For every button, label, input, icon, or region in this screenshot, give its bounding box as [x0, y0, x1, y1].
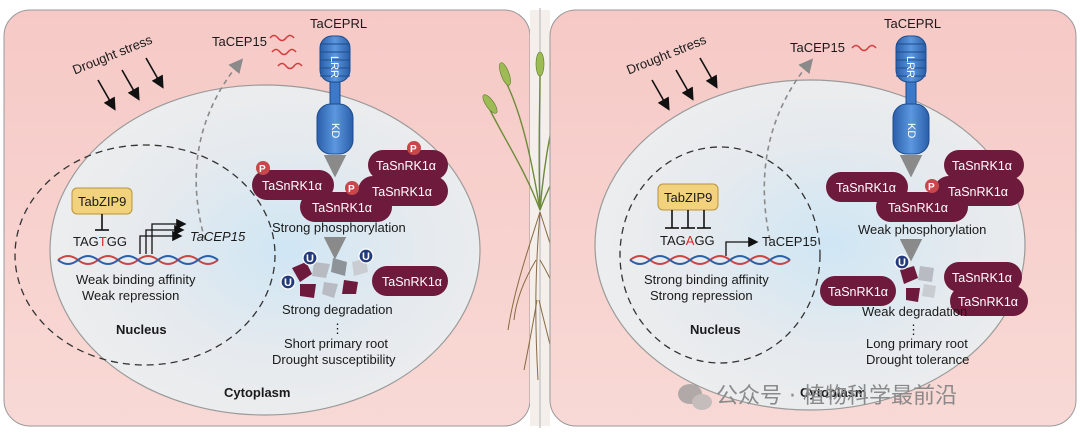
right-panel: Drought stress TaCEP15 TaCEPRL LRR KD Ta…	[549, 9, 1077, 427]
left-repression-mark	[95, 214, 109, 231]
right-cytoplasm-label: Cytoplasm	[800, 385, 866, 400]
left-phosphorylation-label: Strong phosphorylation	[272, 220, 406, 235]
right-dots: ⋮	[907, 322, 920, 337]
left-tf-label: TabZIP9	[78, 194, 126, 209]
left-p-2: P	[348, 184, 355, 195]
left-cytoplasm-label: Cytoplasm	[224, 385, 290, 400]
right-kinase-cluster	[826, 150, 1024, 222]
left-nucleus-envelope	[14, 144, 276, 366]
left-binding-label-1: Weak binding affinity	[76, 272, 196, 287]
left-binding-label-2: Weak repression	[82, 288, 179, 303]
left-kinase-1: TaSnRK1α	[262, 179, 322, 193]
left-receptor-label: TaCEPRL	[310, 16, 367, 31]
left-degradation-fragments	[292, 258, 448, 298]
left-cell	[49, 84, 481, 416]
left-kinase-2: TaSnRK1α	[376, 159, 436, 173]
right-binding-label-2: Strong repression	[650, 288, 753, 303]
left-secretion-arrow	[195, 58, 244, 241]
left-kd-label: KD	[329, 123, 341, 138]
right-phosphorylation-label: Weak phosphorylation	[858, 222, 986, 237]
left-outcome-2: Drought susceptibility	[272, 352, 396, 367]
left-p-3: P	[410, 144, 417, 155]
left-u-3: U	[284, 277, 292, 289]
left-ubiquitin-marks	[280, 248, 374, 290]
right-drought-arrows	[651, 57, 718, 111]
left-phospho-marks	[256, 141, 421, 195]
left-motif: TAGTGG	[73, 234, 127, 249]
right-nucleus-envelope	[619, 146, 821, 364]
left-outcome-1: Short primary root	[284, 336, 388, 351]
left-motif-snp: T	[99, 234, 107, 249]
right-transcription-arrow	[725, 236, 759, 256]
right-lrr-label: LRR	[904, 56, 916, 78]
wechat-watermark	[678, 384, 712, 410]
right-degradation-label: Weak degradation	[862, 304, 967, 319]
left-u-2: U	[362, 251, 370, 263]
right-degradation-fragments	[820, 262, 1028, 316]
left-motif-suffix: GG	[107, 234, 127, 249]
left-dna-helix	[57, 255, 219, 265]
right-kinase-5: TaSnRK1α	[828, 285, 888, 299]
right-motif: TAGAGG	[660, 233, 715, 248]
right-tf-label: TabZIP9	[664, 190, 712, 205]
right-binding-label-1: Strong binding affinity	[644, 272, 769, 287]
right-peptide-label: TaCEP15	[790, 40, 845, 55]
left-u-1: U	[306, 253, 314, 265]
watermark-text: 公众号 · 植物科学最前沿	[716, 384, 957, 409]
right-ubiquitin-mark	[894, 254, 910, 270]
left-kinase-4: TaSnRK1α	[312, 201, 372, 215]
right-receptor-icon	[892, 35, 930, 155]
left-kinase-3: TaSnRK1α	[372, 185, 432, 199]
left-drought-arrows	[97, 57, 164, 111]
left-lrr-label: LRR	[328, 56, 340, 78]
right-outcome-2: Drought tolerance	[866, 352, 969, 367]
left-dots: ⋮	[331, 321, 344, 336]
right-repression-marks	[665, 210, 711, 229]
right-peptide-icon	[851, 44, 877, 52]
left-panel: Drought stress TaCEP15 TaCEPRL LRR KD	[3, 9, 531, 427]
right-kinase-1: TaSnRK1α	[836, 181, 896, 195]
right-kinase-3: TaSnRK1α	[948, 185, 1008, 199]
right-outcome-1: Long primary root	[866, 336, 968, 351]
left-kinase-cluster	[252, 150, 448, 222]
left-p-1: P	[259, 164, 266, 175]
right-kd-label: KD	[905, 123, 917, 138]
right-kinase-4: TaSnRK1α	[888, 201, 948, 215]
right-p-1: P	[928, 182, 935, 193]
left-kinase-5: TaSnRK1α	[382, 275, 442, 289]
right-phospho-mark	[925, 179, 939, 193]
right-receptor-label: TaCEPRL	[884, 16, 941, 31]
right-dna-helix	[629, 255, 791, 265]
left-motif-prefix: TAG	[73, 234, 99, 249]
right-kinase-6: TaSnRK1α	[952, 271, 1012, 285]
right-motif-suffix: GG	[694, 233, 714, 248]
left-gene-label: TaCEP15	[190, 229, 246, 244]
wheat-plant-illustration	[482, 8, 597, 428]
left-receptor-icon	[316, 35, 354, 155]
right-nucleus-label: Nucleus	[690, 322, 741, 337]
right-motif-prefix: TAG	[660, 233, 686, 248]
left-transcription-arrows	[139, 218, 187, 254]
right-kinase-7: TaSnRK1α	[958, 295, 1018, 309]
left-peptide-icon	[269, 34, 303, 70]
left-nucleus-label: Nucleus	[116, 322, 167, 337]
right-motif-snp: A	[686, 233, 695, 248]
right-u-1: U	[898, 257, 906, 269]
right-gene-label: TaCEP15	[762, 234, 817, 249]
left-peptide-label: TaCEP15	[212, 34, 267, 49]
right-kinase-2: TaSnRK1α	[952, 159, 1012, 173]
left-degradation-label: Strong degradation	[282, 302, 393, 317]
